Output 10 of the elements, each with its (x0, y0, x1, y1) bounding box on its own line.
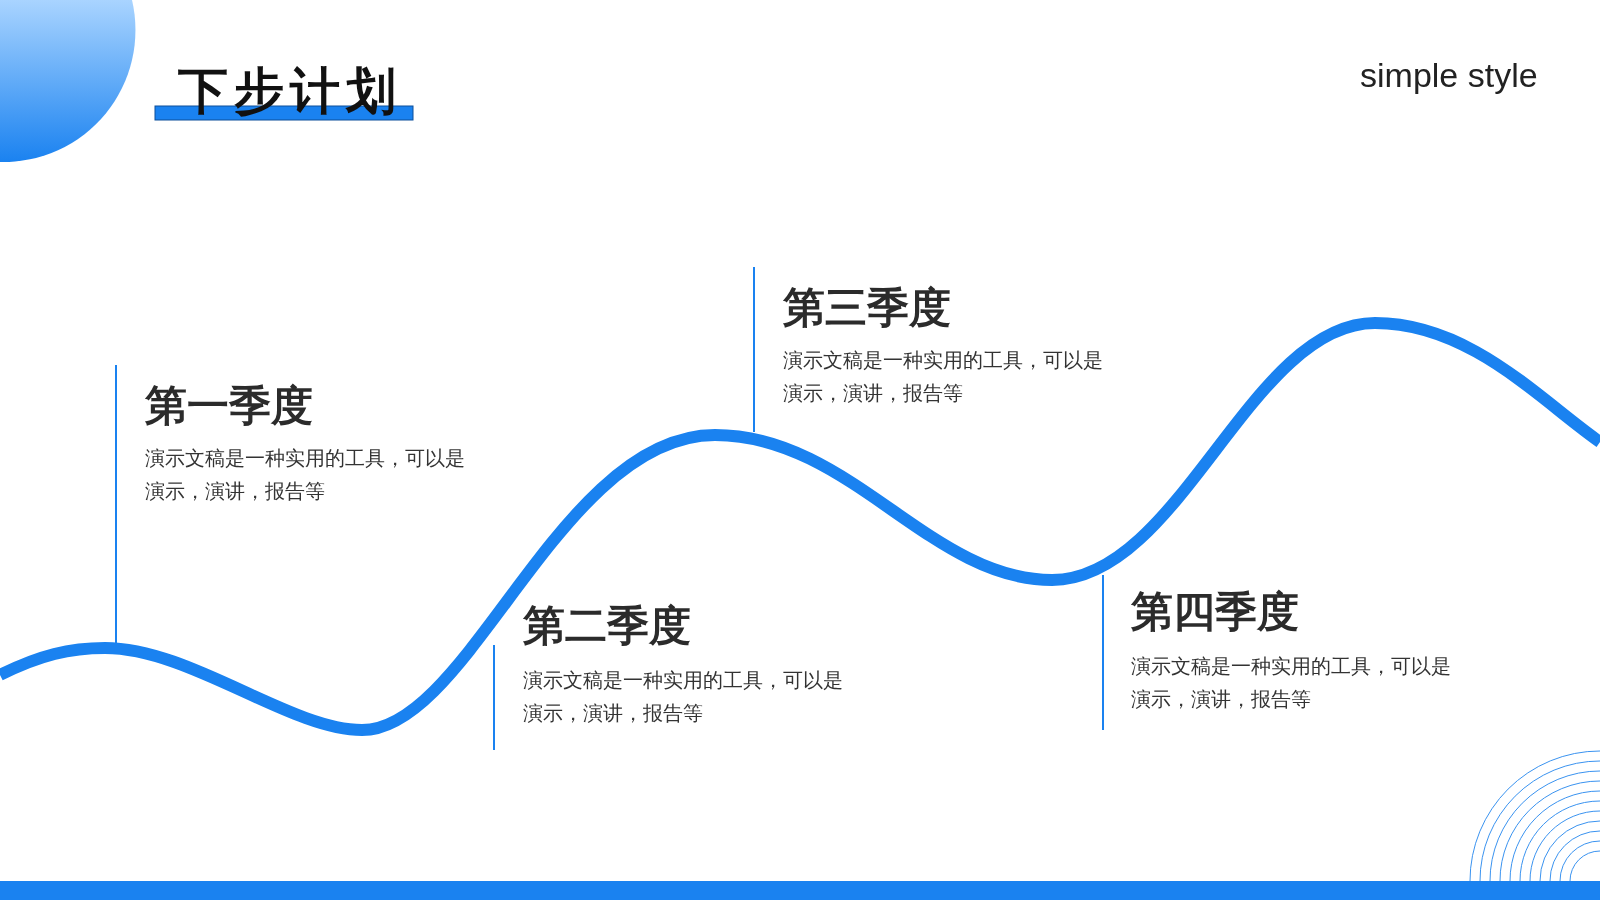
page-title: 下步计划 (178, 61, 402, 122)
description-text: 演示文稿是一种实用的工具，可以是演示，演讲，报告等 (1131, 653, 1452, 713)
description-text: 演示文稿是一种实用的工具，可以是演示，演讲，报告等 (145, 445, 466, 505)
tagline: simple style (1360, 56, 1538, 95)
description-text: 演示文稿是一种实用的工具，可以是演示，演讲，报告等 (523, 667, 844, 727)
section-heading: 第一季度 (145, 380, 313, 432)
section-heading: 第四季度 (1131, 586, 1299, 638)
section-heading: 第三季度 (783, 282, 951, 334)
description-text: 演示文稿是一种实用的工具，可以是演示，演讲，报告等 (783, 347, 1104, 407)
section-heading: 第二季度 (523, 600, 691, 652)
